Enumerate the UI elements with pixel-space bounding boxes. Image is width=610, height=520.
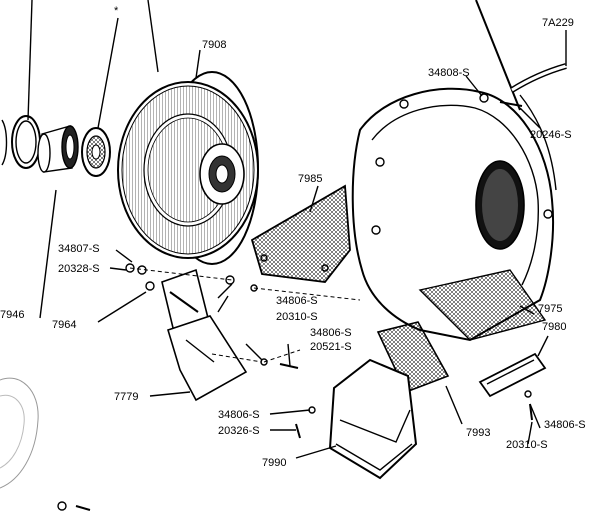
label-7964: 7964	[52, 319, 76, 331]
spring-detail	[0, 377, 39, 489]
label-7985: 7985	[298, 173, 322, 185]
label-20328-s: 20328-S	[58, 263, 100, 275]
label-34808-s: 34808-S	[428, 67, 470, 79]
label-7990: 7990	[262, 457, 286, 469]
label-7993: 7993	[466, 427, 490, 439]
label-7a229: 7A229	[542, 17, 574, 29]
label-7908: 7908	[202, 39, 226, 51]
label-34806-s-c: 34806-S	[218, 409, 260, 421]
dust-plate	[167, 315, 248, 402]
label-34806-s-a: 34806-S	[276, 295, 318, 307]
label-20310-s-b: 20310-S	[506, 439, 548, 451]
label-7975: 7975	[538, 303, 562, 315]
label-7946: 7946	[0, 309, 24, 321]
inspection-cover	[250, 184, 351, 283]
torque-converter	[117, 71, 259, 265]
leader-lines	[27, 0, 567, 459]
small-cover	[478, 352, 547, 398]
snap-ring	[1, 115, 41, 169]
label-34806-s-d: 34806-S	[544, 419, 586, 431]
alignment-lines	[129, 267, 361, 363]
label-20310-s-a: 20310-S	[276, 311, 318, 323]
label-20246-s: 20246-S	[530, 129, 572, 141]
label-20521-s: 20521-S	[310, 341, 352, 353]
sleeve	[37, 125, 79, 173]
label-20326-s: 20326-S	[218, 425, 260, 437]
linkage-rod	[475, 0, 521, 111]
label-7980: 7980	[542, 321, 566, 333]
filler-tube	[510, 63, 567, 93]
label-34806-s-b: 34806-S	[310, 327, 352, 339]
asterisk-mark: *	[114, 5, 119, 17]
fasteners	[57, 93, 533, 511]
label-7779: 7779	[114, 391, 138, 403]
converter-housing	[351, 87, 557, 342]
label-34807-s: 34807-S	[58, 243, 100, 255]
stator-clutch	[81, 127, 111, 177]
oil-pan	[328, 358, 418, 480]
